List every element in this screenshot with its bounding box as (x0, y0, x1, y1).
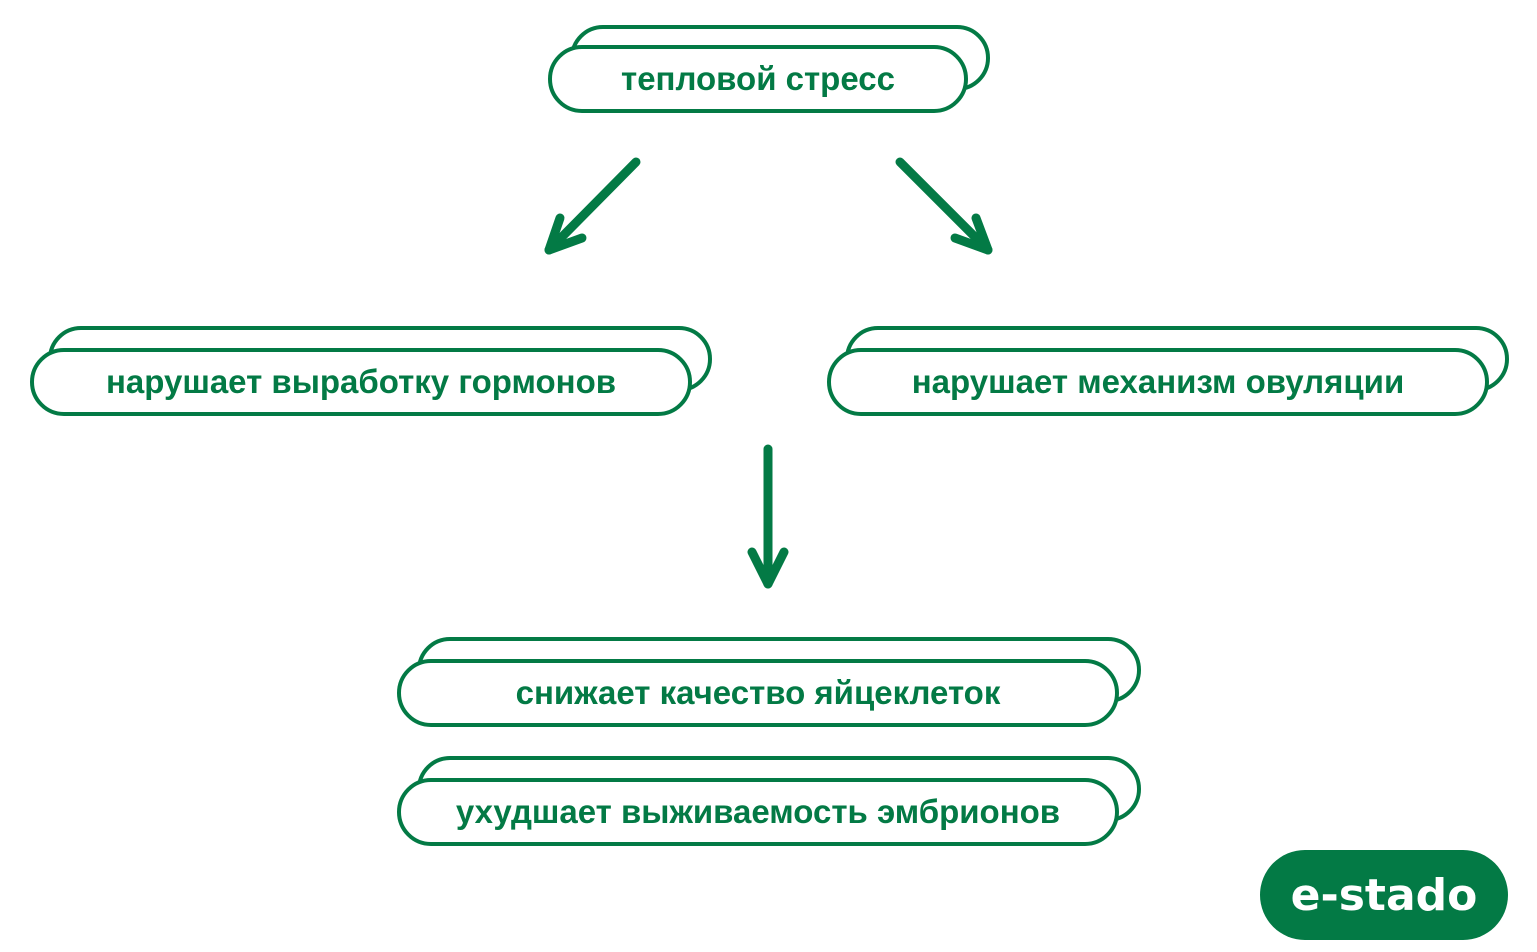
node-ovulation-label: нарушает механизм овуляции (827, 348, 1489, 416)
node-embryo-survival-label: ухудшает выживаемость эмбрионов (397, 778, 1119, 846)
node-hormones: нарушает выработку гормонов (30, 326, 712, 418)
arrow-down-to-outcomes (747, 444, 789, 589)
arrow-root-to-hormones (544, 157, 641, 255)
node-egg-quality-label: снижает качество яйцеклеток (397, 659, 1119, 727)
node-heat-stress: тепловой стресс (548, 25, 990, 115)
brand-logo-text: e-stado (1290, 869, 1478, 921)
node-heat-stress-label: тепловой стресс (548, 45, 968, 113)
brand-logo: e-stado (1260, 850, 1508, 940)
node-hormones-label: нарушает выработку гормонов (30, 348, 692, 416)
node-egg-quality: снижает качество яйцеклеток (397, 637, 1141, 729)
node-ovulation: нарушает механизм овуляции (827, 326, 1509, 418)
node-embryo-survival: ухудшает выживаемость эмбрионов (397, 756, 1141, 848)
arrow-root-to-ovulation (895, 157, 993, 255)
